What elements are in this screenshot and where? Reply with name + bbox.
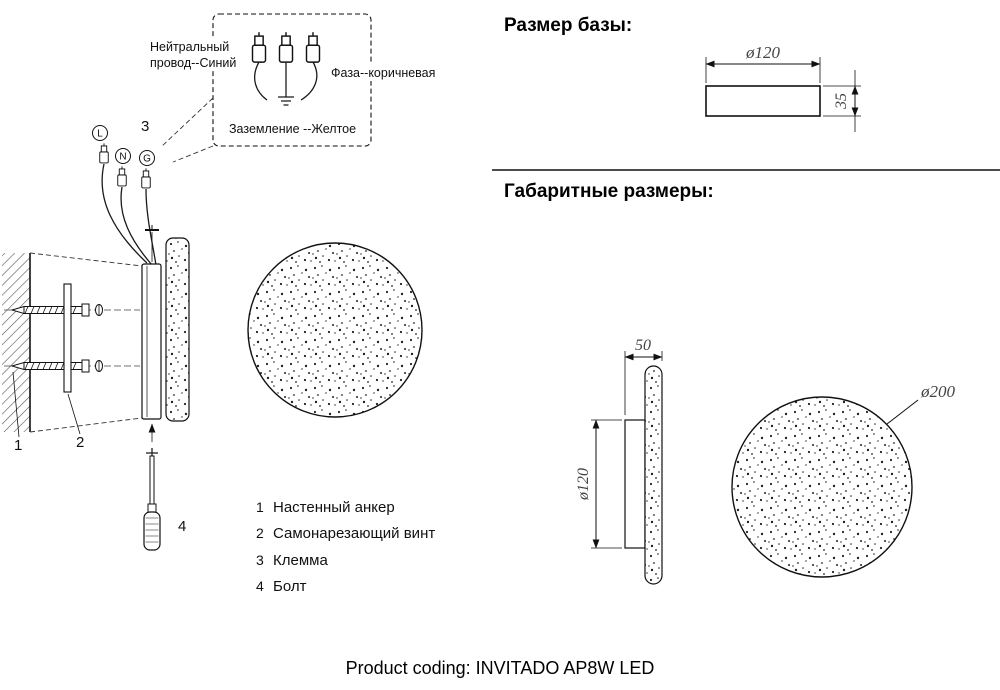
legend-num-3: 3 <box>256 552 264 568</box>
terminal-block-icon <box>305 31 321 63</box>
earth-ground-icon <box>278 90 294 106</box>
bolt-axis <box>145 225 159 442</box>
terminal-g-badge: G <box>143 154 151 165</box>
neutral-wire-label-line2: провод--Синий <box>150 56 236 70</box>
legend-num-4: 4 <box>256 578 264 594</box>
overall-diameter-label: ø200 <box>920 382 956 401</box>
callouts: 1 2 4 <box>12 371 186 535</box>
base-size-heading: Размер базы: <box>504 15 632 36</box>
callout-1: 1 <box>14 437 22 454</box>
screwdriver <box>143 448 161 551</box>
base-diameter-dimension: ø120 <box>575 419 622 549</box>
base-height-value: 35 <box>833 93 850 110</box>
terminal-block-icon <box>99 142 109 164</box>
legend-num-1: 1 <box>256 499 264 515</box>
neutral-wire-label-line1: Нейтральный <box>150 40 229 54</box>
base-height-dimension: 35 <box>823 70 861 132</box>
terminal-l-badge: L <box>97 129 103 140</box>
lamp-front-circle-dim <box>731 396 913 578</box>
wiring-detail-box: Нейтральный провод--Синий Фаза--коричнев… <box>147 13 443 147</box>
terminal-callout-3: 3 <box>141 118 149 135</box>
lamp-front-circle <box>247 242 423 418</box>
base-width-dimension: ø120 <box>705 43 821 83</box>
product-coding: Product coding: INVITADO AP8W LED <box>346 658 655 678</box>
overall-front-view: ø200 <box>731 382 956 578</box>
base-diameter-value: ø120 <box>745 43 781 62</box>
terminal-cluster: 3 L N G <box>92 118 157 266</box>
legend-label-1: Настенный анкер <box>273 499 395 516</box>
lamp-base-side <box>141 237 190 422</box>
overall-side-view: 50 ø120 <box>575 337 663 585</box>
lamp-panel-side <box>165 237 190 422</box>
legend-label-2: Самонарезающий винт <box>273 525 435 542</box>
callout-2: 2 <box>76 434 84 451</box>
legend-num-2: 2 <box>256 525 264 541</box>
legend-item: 2 Самонарезающий винт <box>256 525 435 542</box>
legend-label-3: Клемма <box>273 552 328 569</box>
terminal-n-badge: N <box>119 152 126 163</box>
mounting-screws <box>4 303 140 373</box>
callout-4: 4 <box>178 518 186 535</box>
depth-dimension: 50 <box>624 337 663 415</box>
wall-section <box>2 252 143 433</box>
legend-item: 1 Настенный анкер <box>256 499 395 516</box>
terminal-block-icon <box>278 31 294 63</box>
overall-dimensions-heading: Габаритные размеры: <box>504 181 714 202</box>
legend-item: 3 Клемма <box>256 552 328 569</box>
depth-value: 50 <box>635 337 651 354</box>
legend-label-4: Болт <box>273 578 307 595</box>
lamp-panel-side-dim <box>644 365 663 585</box>
legend-item: 4 Болт <box>256 578 307 595</box>
terminal-block-icon <box>251 31 267 63</box>
side-base-diameter-value: ø120 <box>575 468 592 501</box>
phase-wire-label: Фаза--коричневая <box>331 66 435 80</box>
detail-leader-lines <box>160 97 214 163</box>
ground-wire-label: Заземление --Желтое <box>229 122 356 136</box>
base-size-drawing: ø120 35 <box>705 43 861 132</box>
legend: 1 Настенный анкер 2 Самонарезающий винт … <box>256 499 435 595</box>
terminal-block-icon <box>141 167 151 189</box>
terminal-block-icon <box>117 165 127 187</box>
mounting-bracket <box>63 283 103 393</box>
